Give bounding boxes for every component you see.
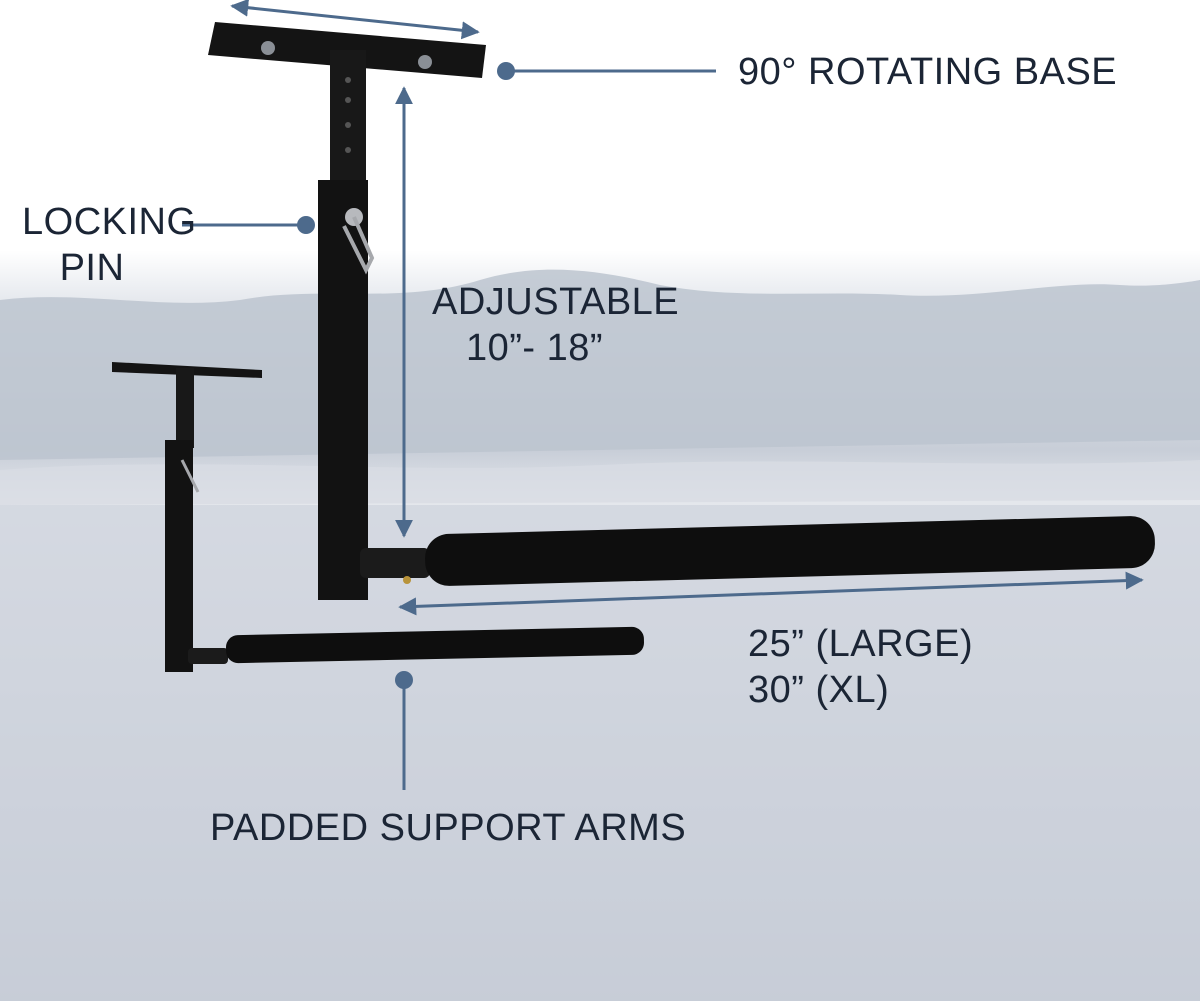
padded-arm-small xyxy=(226,626,644,664)
small-locking-pin-icon xyxy=(180,459,200,493)
rotating-base-label: 90° ROTATING BASE xyxy=(738,51,1118,93)
arm-length-label-line1: 25” (LARGE) xyxy=(748,623,974,665)
callout-lines xyxy=(182,0,1144,790)
adjustable-label-line1: ADJUSTABLE xyxy=(432,281,680,323)
small-rack xyxy=(112,362,644,672)
upper-post xyxy=(330,50,366,190)
arm-joint xyxy=(360,548,430,578)
base-callout-dot xyxy=(497,62,515,80)
lower-post xyxy=(318,180,368,600)
padded-arm-large xyxy=(425,516,1155,586)
base-width-arrow xyxy=(230,0,480,40)
adjustable-label-line2: 10”- 18” xyxy=(465,326,604,369)
base-bolt-icon xyxy=(261,41,275,55)
background-shoreline xyxy=(0,460,1200,505)
small-upper-post xyxy=(176,368,194,448)
pin-callout-dot xyxy=(297,216,315,234)
locking-pin-label: LOCKING PIN xyxy=(22,200,197,291)
base-bolt-icon xyxy=(418,55,432,69)
arm-length-label: 25” (LARGE) 30” (XL) xyxy=(748,622,973,713)
adjustable-label: ADJUSTABLE 10”- 18” xyxy=(432,280,680,371)
locking-pin-label-line1: LOCKING xyxy=(22,201,197,243)
padded-arms-label: PADDED SUPPORT ARMS xyxy=(210,807,687,849)
locking-pin-label-line2: PIN xyxy=(59,246,125,289)
arm-length-label-line2: 30” (XL) xyxy=(748,668,890,711)
length-arrow xyxy=(398,571,1144,616)
arms-callout-dot xyxy=(395,671,413,689)
background-treeline xyxy=(0,269,1200,460)
locking-pin-icon xyxy=(342,208,375,275)
small-arm-joint xyxy=(188,648,228,664)
small-lower-post xyxy=(165,440,193,672)
